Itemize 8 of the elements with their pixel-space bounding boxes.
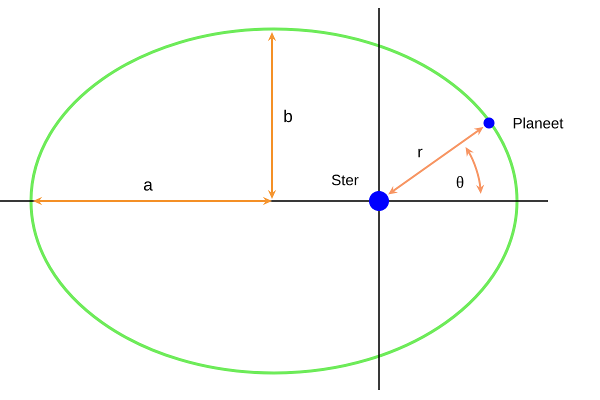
dimension-label: θ — [456, 176, 464, 188]
dimension-label: b — [284, 110, 292, 122]
dimension-label: a — [144, 181, 153, 191]
star-dot — [369, 191, 389, 211]
node-label: Ster — [332, 174, 358, 186]
edge-label: r — [418, 148, 422, 158]
node-label: Planeet — [514, 118, 564, 128]
planet-dot — [484, 118, 494, 128]
